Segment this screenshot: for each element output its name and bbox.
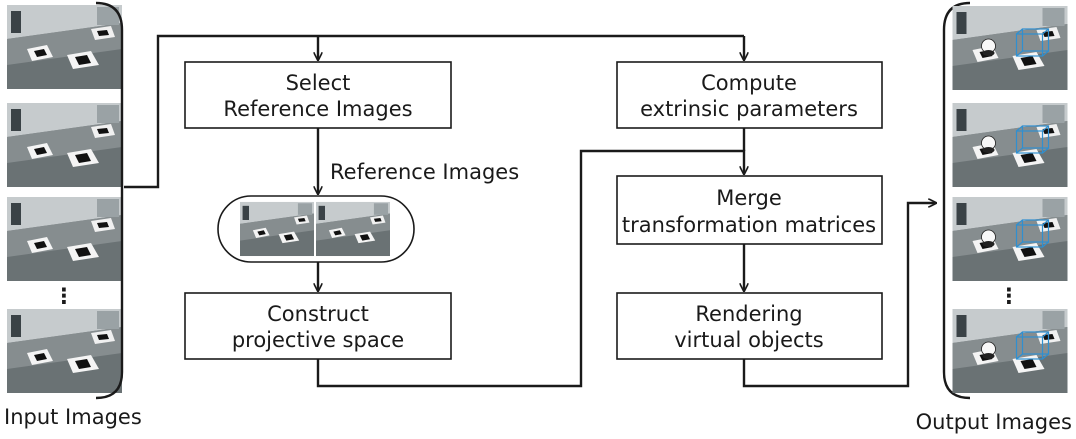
box-line: Select [286, 71, 351, 95]
box-line: Construct [267, 302, 369, 326]
output-thumbnail [953, 103, 1068, 187]
edge-construct-to-merge [316, 149, 744, 388]
box-construct-space: Construct projective space [184, 292, 452, 360]
box-rendering: Rendering virtual objects [616, 292, 883, 360]
output-images-label: Output Images [916, 410, 1072, 434]
input-images-group: ⋮ Input Images [4, 1, 142, 429]
reference-thumbnail [240, 201, 314, 257]
input-images-label: Input Images [4, 405, 142, 429]
box-select-reference: Select Reference Images [184, 61, 452, 129]
input-thumbnail [7, 103, 122, 187]
box-line: Rendering [695, 302, 802, 326]
box-line: Merge [716, 186, 782, 210]
reference-images-label: Reference Images [330, 160, 519, 184]
output-ellipsis: ⋮ [999, 284, 1020, 308]
reference-thumbnail [316, 201, 390, 257]
box-line: extrinsic parameters [640, 97, 858, 121]
output-thumbnail [953, 6, 1068, 90]
box-line: Reference Images [223, 97, 412, 121]
box-compute-extrinsic: Compute extrinsic parameters [616, 61, 883, 129]
output-images-group: ⋮ Output Images [916, 1, 1072, 434]
box-line: transformation matrices [622, 213, 876, 237]
edge-render-to-output [742, 203, 936, 388]
box-merge-matrices: Merge transformation matrices [616, 175, 883, 245]
box-line: Compute [701, 71, 797, 95]
reference-images-capsule [217, 195, 415, 263]
connector-edges [124, 34, 936, 388]
input-thumbnail [7, 197, 122, 281]
edge-input-bus [124, 34, 744, 189]
box-line: projective space [232, 328, 404, 352]
output-bracket [942, 1, 971, 400]
input-thumbnail [7, 5, 122, 89]
output-thumbnail [953, 197, 1068, 281]
input-thumbnail [7, 309, 122, 393]
box-line: virtual objects [674, 328, 823, 352]
input-ellipsis: ⋮ [54, 284, 75, 308]
output-thumbnail [953, 309, 1068, 393]
input-bracket [95, 1, 124, 400]
